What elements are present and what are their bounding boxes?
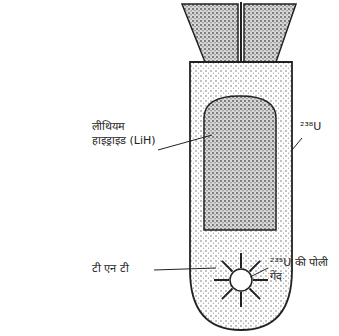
tnt-ray (240, 292, 242, 307)
tail-fin (244, 4, 296, 62)
part-label: लीथियम हाइड्राइड (LiH) (92, 120, 158, 148)
uranium-sphere (230, 269, 252, 291)
leader-line (154, 268, 216, 270)
tnt-ray (214, 279, 229, 281)
tail-fin (182, 4, 238, 62)
tnt-ray (222, 288, 233, 299)
bomb-casing (190, 62, 292, 330)
lithium-hydride-core (204, 96, 276, 230)
leader-line (292, 138, 302, 150)
leader-line (158, 135, 212, 150)
tnt-charges (214, 253, 268, 307)
part-label: ²³⁸U (300, 120, 334, 134)
leader-line (250, 268, 268, 277)
tnt-ray (222, 261, 233, 272)
tnt-ray (249, 261, 260, 272)
tnt-ray (240, 253, 242, 268)
fin-rod (240, 2, 242, 64)
tnt-ray (253, 279, 268, 281)
tnt-ray (249, 288, 260, 299)
part-label: टी एन टी (92, 262, 154, 276)
part-label: ²³⁵U की पोली गेंद (270, 256, 334, 284)
